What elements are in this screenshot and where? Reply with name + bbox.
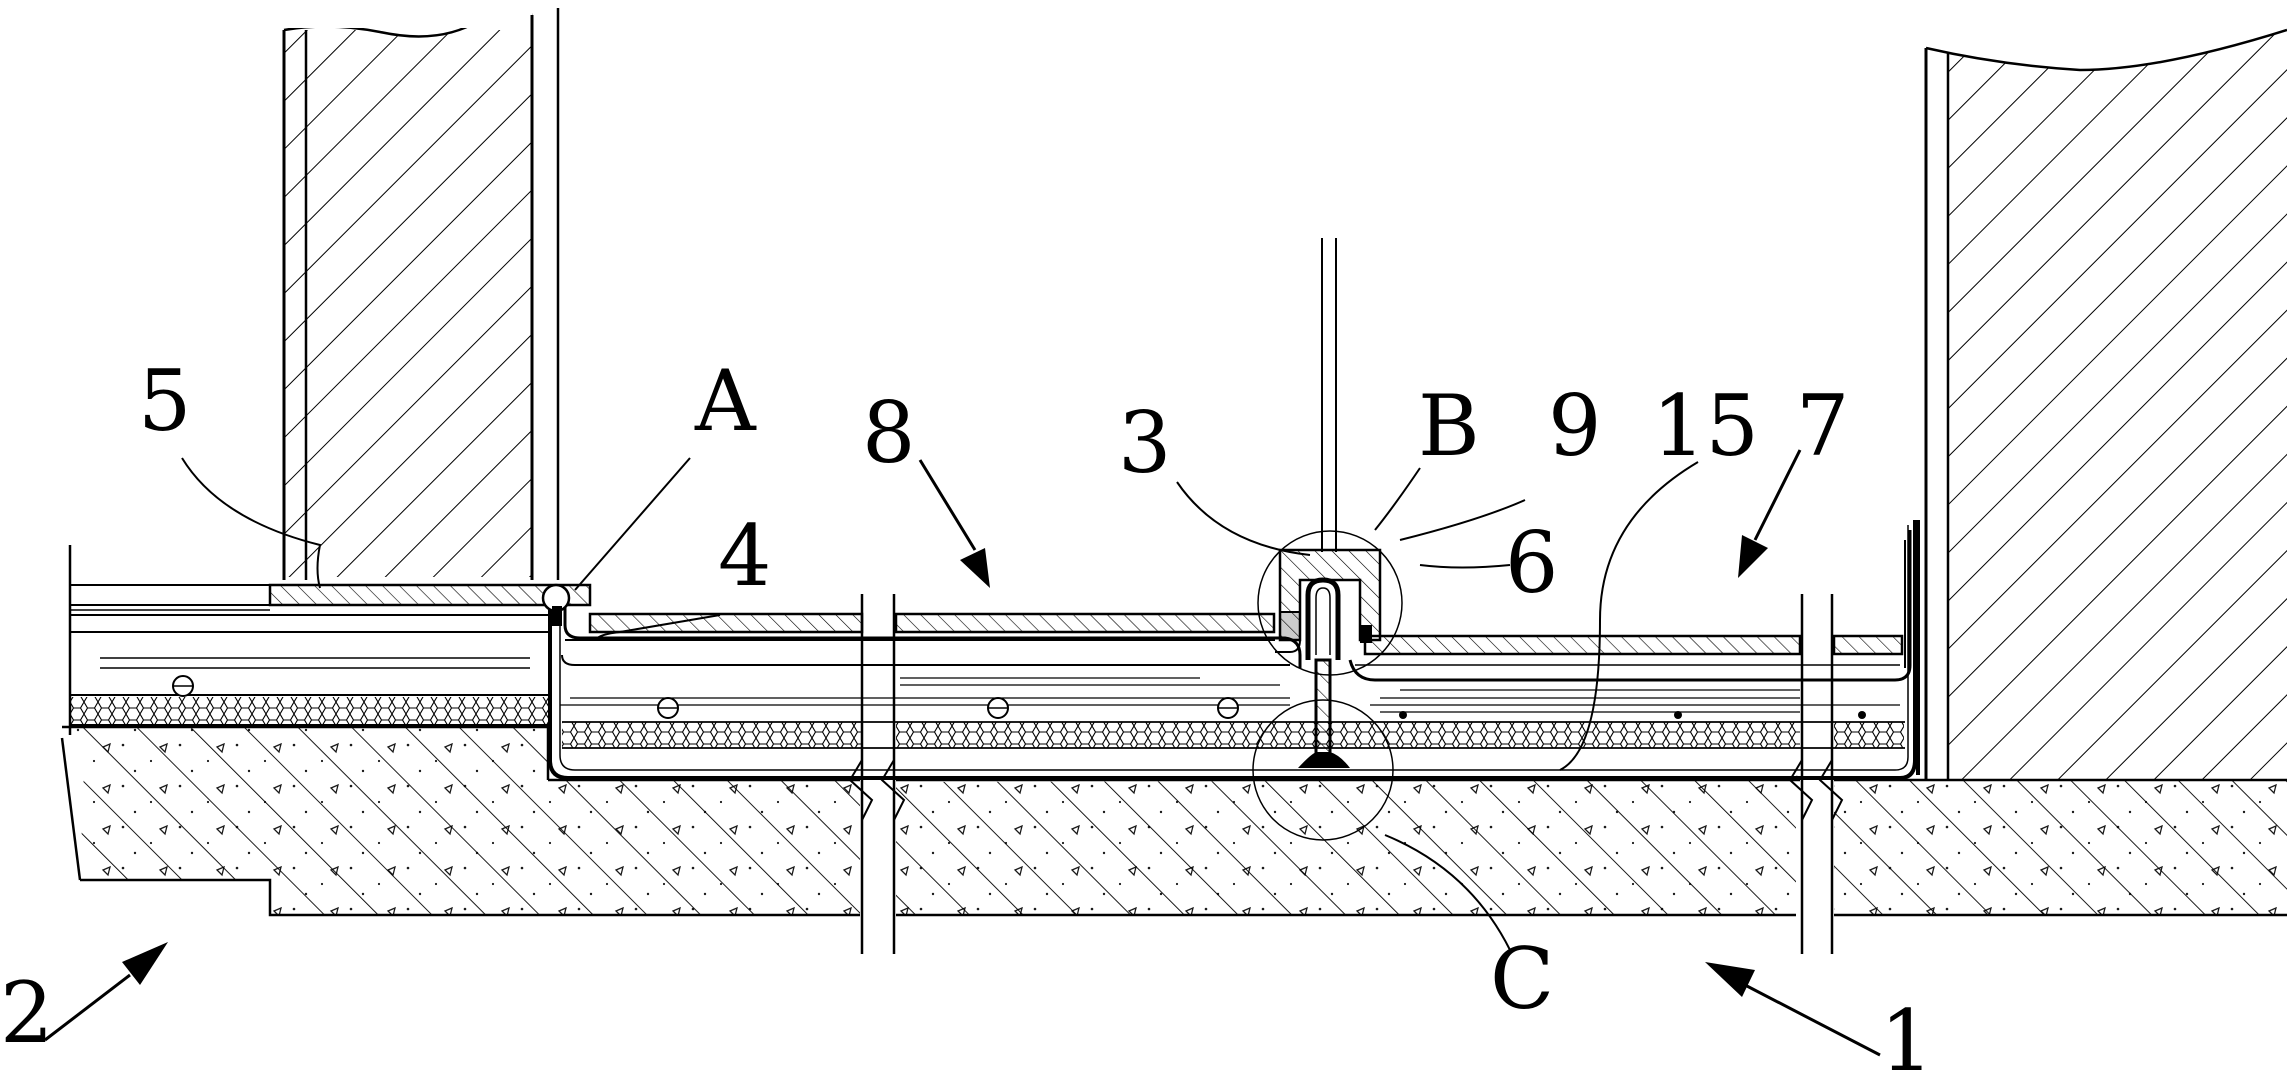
label-8: 8 (862, 384, 915, 482)
partition-stopper (1253, 238, 1402, 840)
label-4: 4 (718, 507, 771, 605)
label-1: 1 (1880, 992, 1933, 1076)
label-7: 7 (1796, 377, 1849, 475)
label-6: 6 (1505, 514, 1558, 612)
label-15: 15 (1652, 377, 1759, 475)
label-3: 3 (1118, 394, 1171, 492)
label-9: 9 (1548, 377, 1601, 475)
label-B: B (1418, 377, 1480, 475)
left-wall (284, 0, 558, 580)
label-A: A (694, 352, 757, 450)
heating-pipes (658, 698, 1866, 719)
label-5: 5 (138, 352, 191, 450)
label-C: C (1490, 930, 1554, 1028)
right-wall (1926, 0, 2287, 780)
label-2: 2 (0, 964, 53, 1062)
